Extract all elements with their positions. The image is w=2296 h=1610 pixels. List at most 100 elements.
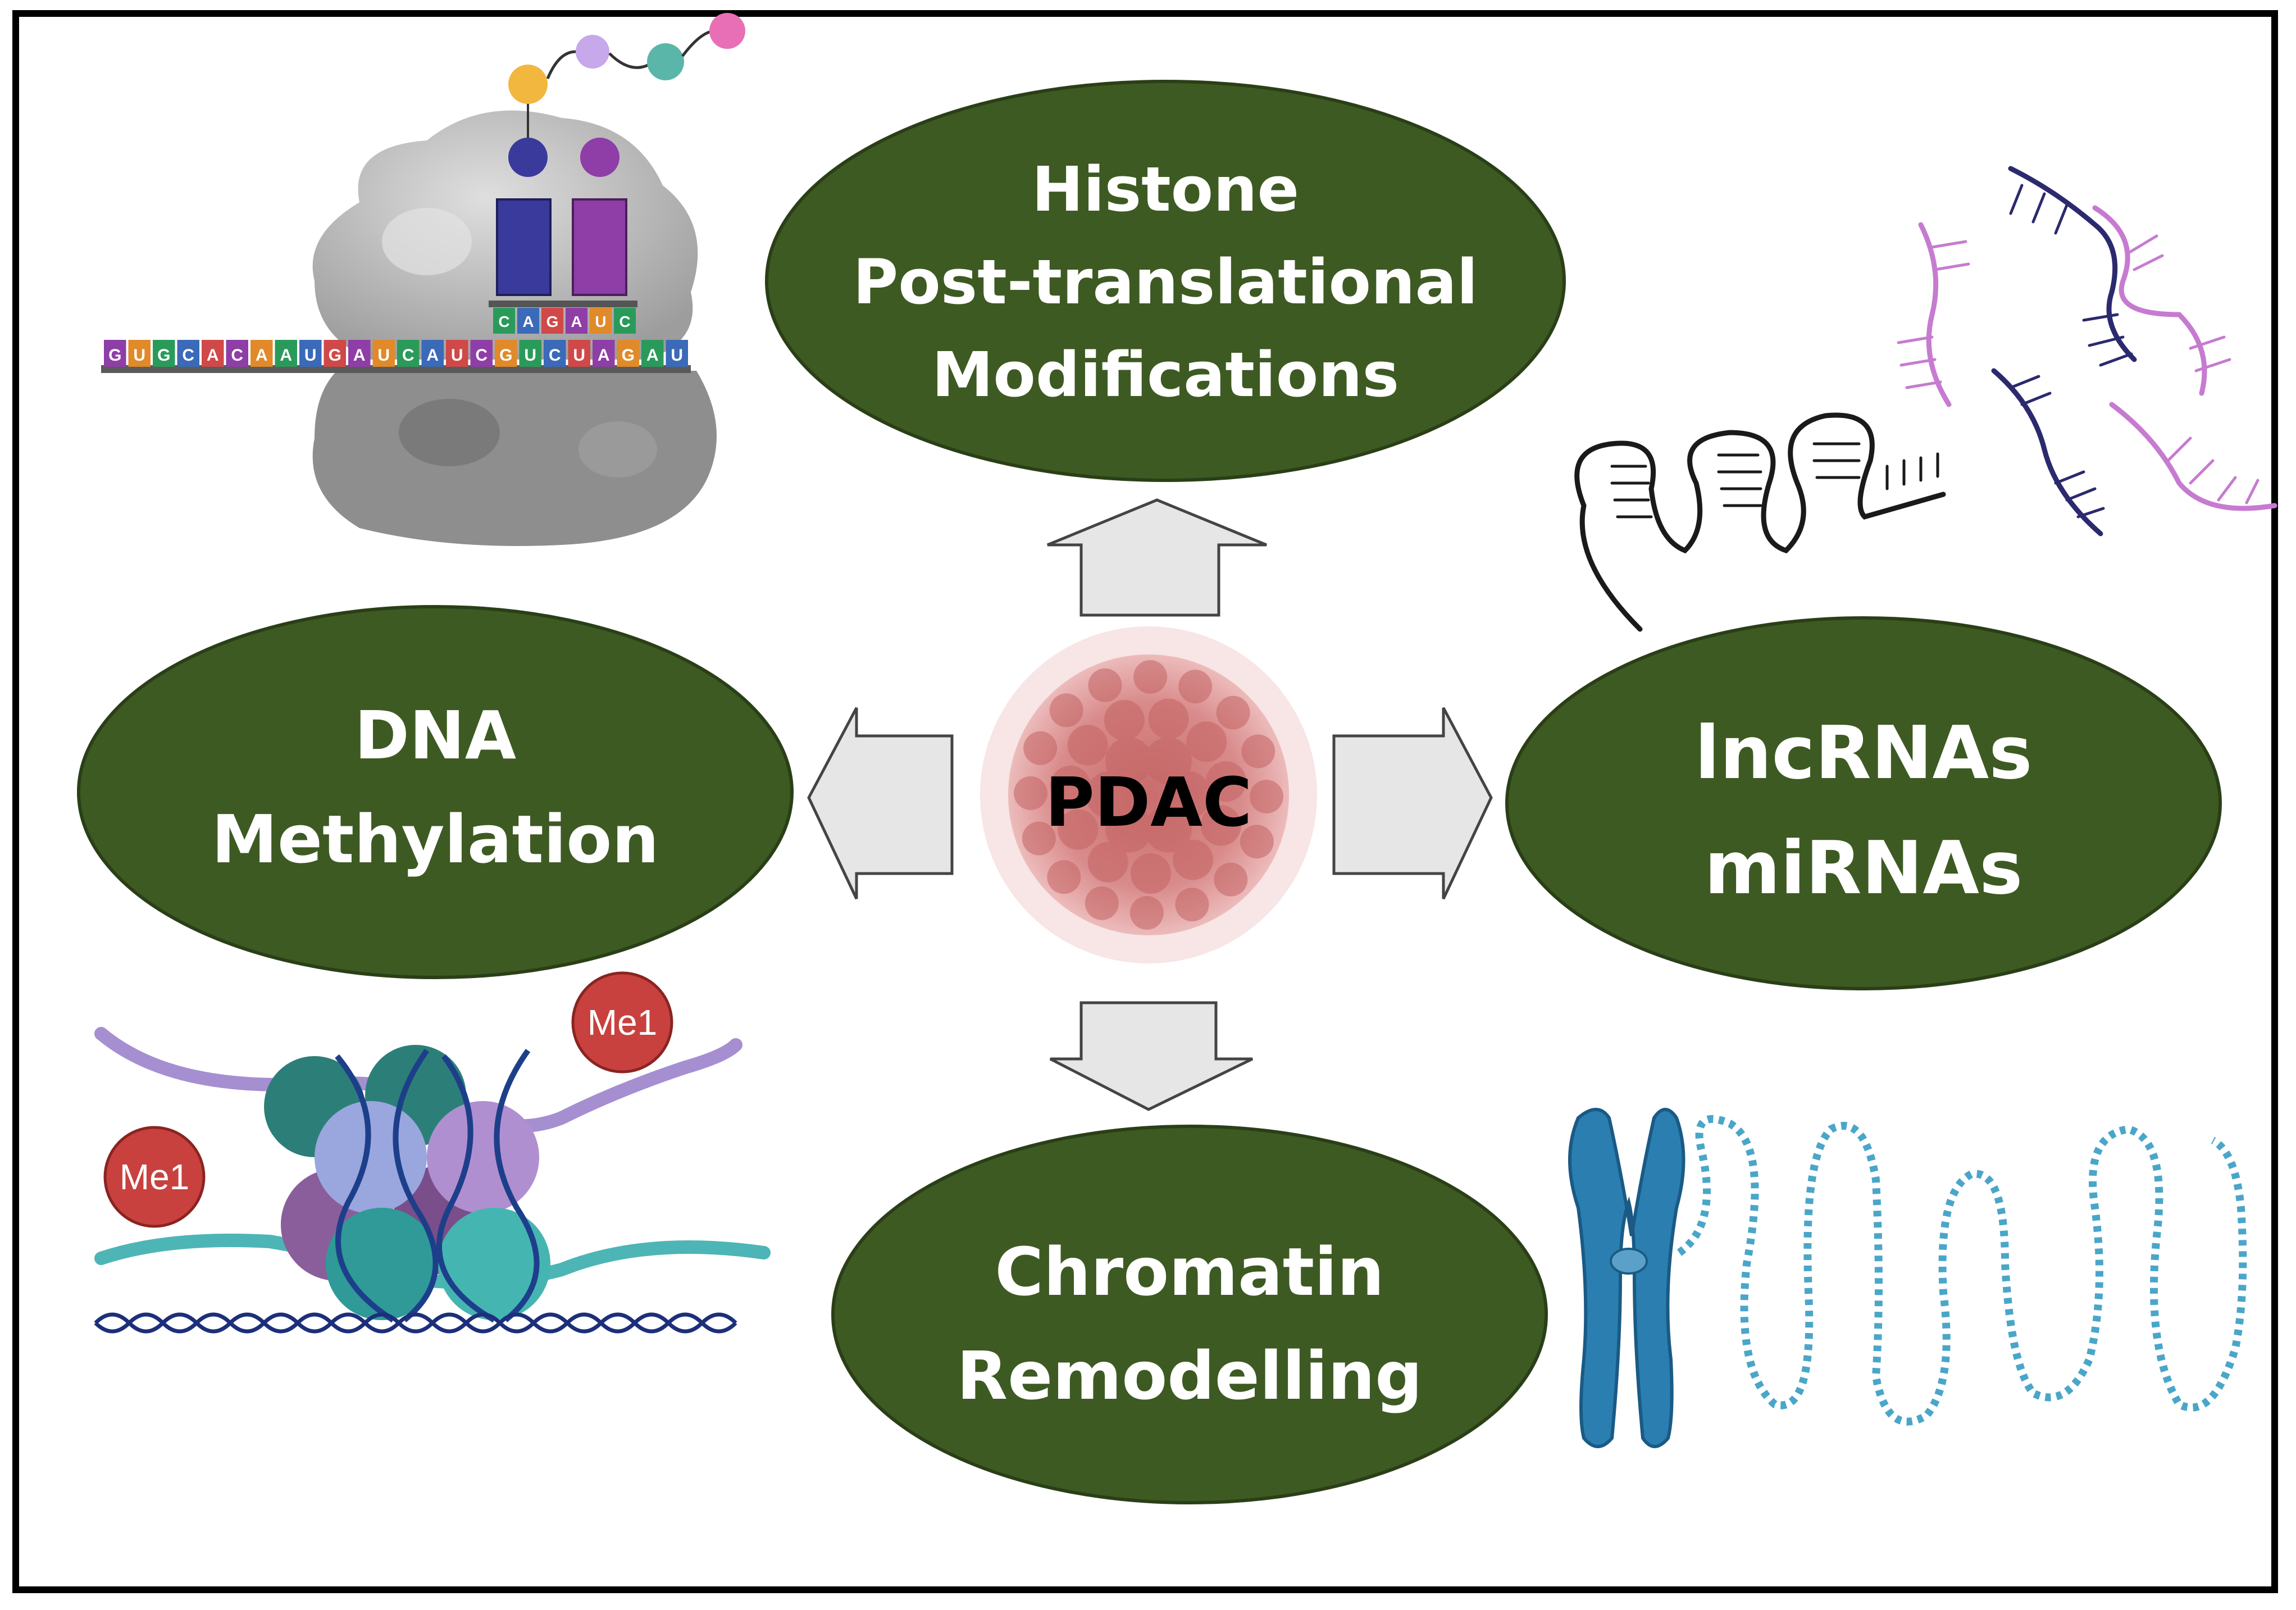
codon-letter: A bbox=[522, 313, 534, 330]
mrna-tile bbox=[641, 340, 664, 367]
nucleosome-illustration: Me1 Me1 bbox=[94, 971, 771, 1334]
mrna-letter: G bbox=[499, 346, 512, 365]
mrna-letter: G bbox=[329, 346, 341, 365]
tumor-cell bbox=[1205, 761, 1246, 802]
histone-line-3: Modifications bbox=[932, 339, 1399, 411]
node-chromatin-remodelling: Chromatin Remodelling bbox=[831, 1125, 1548, 1504]
node-dna-methylation: DNA Methylation bbox=[77, 605, 794, 979]
tumor-cell bbox=[1173, 839, 1214, 880]
me1-badge-right bbox=[571, 971, 673, 1074]
mrna-letter: A bbox=[646, 346, 659, 365]
tumor-cell bbox=[1058, 809, 1099, 850]
codon-tile bbox=[614, 308, 636, 334]
tumor-cell bbox=[1186, 721, 1227, 762]
histone-line-2: Post-translational bbox=[853, 246, 1478, 318]
tumor-cell bbox=[1022, 821, 1056, 856]
mrna-tile bbox=[617, 340, 639, 367]
rna-line-1: lncRNAs bbox=[1694, 710, 2032, 795]
me1-label-left: Me1 bbox=[120, 1157, 190, 1197]
codon-tile bbox=[566, 308, 587, 334]
mrna-letter: G bbox=[157, 346, 170, 365]
mrna-letter: U bbox=[451, 346, 463, 365]
tumor-cell bbox=[1216, 695, 1250, 730]
mrna-letter: C bbox=[402, 346, 414, 365]
me1-badge-left bbox=[103, 1126, 206, 1228]
mrna-letter: A bbox=[256, 346, 268, 365]
codon-letter: U bbox=[595, 313, 606, 330]
tumor-cell bbox=[1200, 805, 1241, 846]
mrna-tile bbox=[250, 340, 273, 367]
mrna-letter: A bbox=[598, 346, 610, 365]
me1-label-right: Me1 bbox=[587, 1002, 658, 1043]
mrna-letter: U bbox=[377, 346, 390, 365]
dna-line-2: Methylation bbox=[212, 801, 659, 878]
mrna-tile bbox=[666, 340, 688, 367]
mrna-tile bbox=[593, 340, 615, 367]
rna-hairpins-illustration bbox=[1574, 166, 2277, 632]
node-histone-modifications: Histone Post-translational Modifications bbox=[765, 80, 1566, 482]
tumor-cell bbox=[1240, 825, 1274, 859]
mrna-tile bbox=[226, 340, 248, 367]
codon-tile bbox=[493, 308, 515, 334]
pdac-label: PDAC bbox=[1045, 764, 1252, 842]
tumor-cell bbox=[1014, 776, 1048, 810]
mrna-tile bbox=[568, 340, 590, 367]
mrna-letter: C bbox=[231, 346, 243, 365]
mrna-tile bbox=[470, 340, 493, 367]
arrow-down bbox=[1049, 1001, 1254, 1111]
rna-line-2: miRNAs bbox=[1705, 825, 2023, 911]
tumor-cell bbox=[1105, 805, 1152, 853]
mrna-letter: U bbox=[573, 346, 585, 365]
mrna-letter: A bbox=[280, 346, 292, 365]
mrna-letter: A bbox=[207, 346, 219, 365]
tumor-cell bbox=[1023, 731, 1058, 765]
mrna-letter: C bbox=[475, 346, 488, 365]
mrna-tile bbox=[495, 340, 517, 367]
histone-line-1: Histone bbox=[1032, 153, 1299, 225]
tumor-cell bbox=[1249, 780, 1283, 814]
tumor-cell bbox=[1178, 670, 1213, 704]
mrna-letter: U bbox=[671, 346, 683, 365]
mrna-letter: A bbox=[426, 346, 439, 365]
tumor-cell bbox=[1164, 771, 1211, 818]
tumor-cell bbox=[1214, 862, 1248, 897]
tumor-cell bbox=[1145, 805, 1192, 853]
mrna-tile bbox=[324, 340, 346, 367]
tumor-cell bbox=[1049, 693, 1083, 727]
tumor-cell bbox=[1145, 737, 1192, 785]
node-noncoding-rnas: lncRNAs miRNAs bbox=[1505, 616, 2222, 990]
tumor-cell bbox=[1047, 860, 1081, 894]
mrna-tile bbox=[202, 340, 224, 367]
mrna-letter: U bbox=[133, 346, 145, 365]
codon-letter: A bbox=[571, 313, 582, 330]
codon-letter: G bbox=[546, 313, 559, 330]
mrna-letter: C bbox=[182, 346, 194, 365]
tumor-cell bbox=[1085, 886, 1119, 920]
tumor-cell bbox=[1241, 734, 1275, 768]
codon-tile bbox=[517, 308, 539, 334]
mrna-tile bbox=[104, 340, 126, 367]
tumor-cell bbox=[1133, 660, 1168, 694]
mrna-tile bbox=[544, 340, 566, 367]
chromatin-line-1: Chromatin bbox=[995, 1233, 1384, 1311]
mrna-tile bbox=[177, 340, 199, 367]
mrna-tile bbox=[275, 340, 297, 367]
tumor-cell bbox=[1175, 888, 1209, 922]
dna-strand-illustration bbox=[1677, 1115, 2247, 1426]
tumor-cell bbox=[1104, 699, 1145, 740]
codon-letter: C bbox=[619, 313, 630, 330]
tumor-cell bbox=[1105, 737, 1152, 785]
tumor-cell bbox=[1067, 725, 1108, 766]
tumor-cell bbox=[1130, 853, 1171, 894]
mrna-letter: G bbox=[108, 346, 121, 365]
pdac-tumor-cluster bbox=[980, 626, 1317, 963]
mrna-tile bbox=[153, 340, 175, 367]
mrna-letter: C bbox=[549, 346, 561, 365]
arrow-right bbox=[1332, 707, 1493, 900]
figure-border bbox=[12, 10, 2278, 1593]
dna-line-1: DNA bbox=[354, 697, 516, 774]
